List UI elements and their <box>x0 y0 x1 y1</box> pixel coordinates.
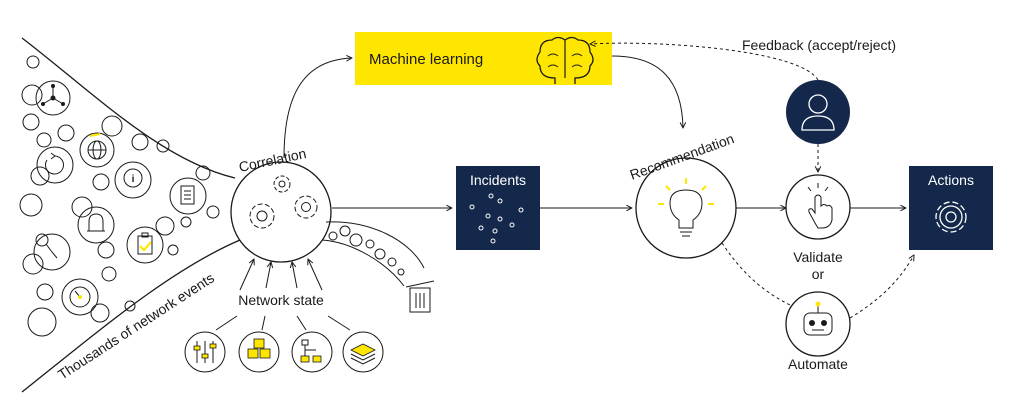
clock-icon <box>33 233 71 271</box>
gauge-icon <box>61 278 99 316</box>
actions-box: Actions <box>909 166 993 250</box>
incident-dots <box>469 193 524 244</box>
incidents-label: Incidents <box>470 172 526 188</box>
validate-label: Validate <box>793 249 843 265</box>
trash-can-icon <box>405 280 435 313</box>
svg-text:i: i <box>132 174 135 185</box>
gear-icon <box>935 201 967 233</box>
robot-icon <box>803 301 833 336</box>
globe-icon <box>79 132 115 168</box>
validate-node: Validate or <box>785 174 851 282</box>
event-bubbles <box>19 55 220 337</box>
hierarchy-icon <box>291 331 333 373</box>
feedback-label: Feedback (accept/reject) <box>742 37 896 53</box>
brain-icon <box>536 36 594 84</box>
clipboard-check-icon <box>126 226 164 264</box>
correlation-label: Correlation <box>237 145 307 175</box>
info-icon: i <box>114 161 152 199</box>
incidents-box: Incidents <box>456 166 540 250</box>
discard-stream <box>321 221 435 313</box>
sliders-icon <box>184 331 226 373</box>
bell-icon <box>77 206 115 244</box>
automate-label: Automate <box>788 356 848 372</box>
network-node-icon <box>35 80 71 116</box>
machine-learning-label: Machine learning <box>369 51 483 68</box>
cubes-icon <box>238 331 280 373</box>
network-events-label: Thousands of network events <box>55 269 217 382</box>
network-events-funnel: i <box>19 37 241 393</box>
correlation-node: Correlation <box>230 145 332 263</box>
network-state-group: Network state <box>184 259 384 373</box>
document-icon <box>169 177 207 215</box>
recommendation-node: Recommendation <box>628 130 737 259</box>
refresh-icon <box>36 146 74 184</box>
recommendation-label: Recommendation <box>628 130 737 183</box>
automate-node: Automate <box>785 291 851 372</box>
hand-pointer-icon <box>807 183 833 229</box>
user-icon <box>801 94 835 131</box>
machine-learning-box: Machine learning <box>355 32 612 85</box>
feedback-user: Feedback (accept/reject) <box>742 37 896 144</box>
actions-label: Actions <box>928 172 974 188</box>
or-label: or <box>812 266 825 282</box>
network-state-label: Network state <box>238 292 324 308</box>
lightbulb-icon <box>658 178 714 237</box>
gears-icon <box>249 175 318 229</box>
layers-icon <box>342 331 384 373</box>
